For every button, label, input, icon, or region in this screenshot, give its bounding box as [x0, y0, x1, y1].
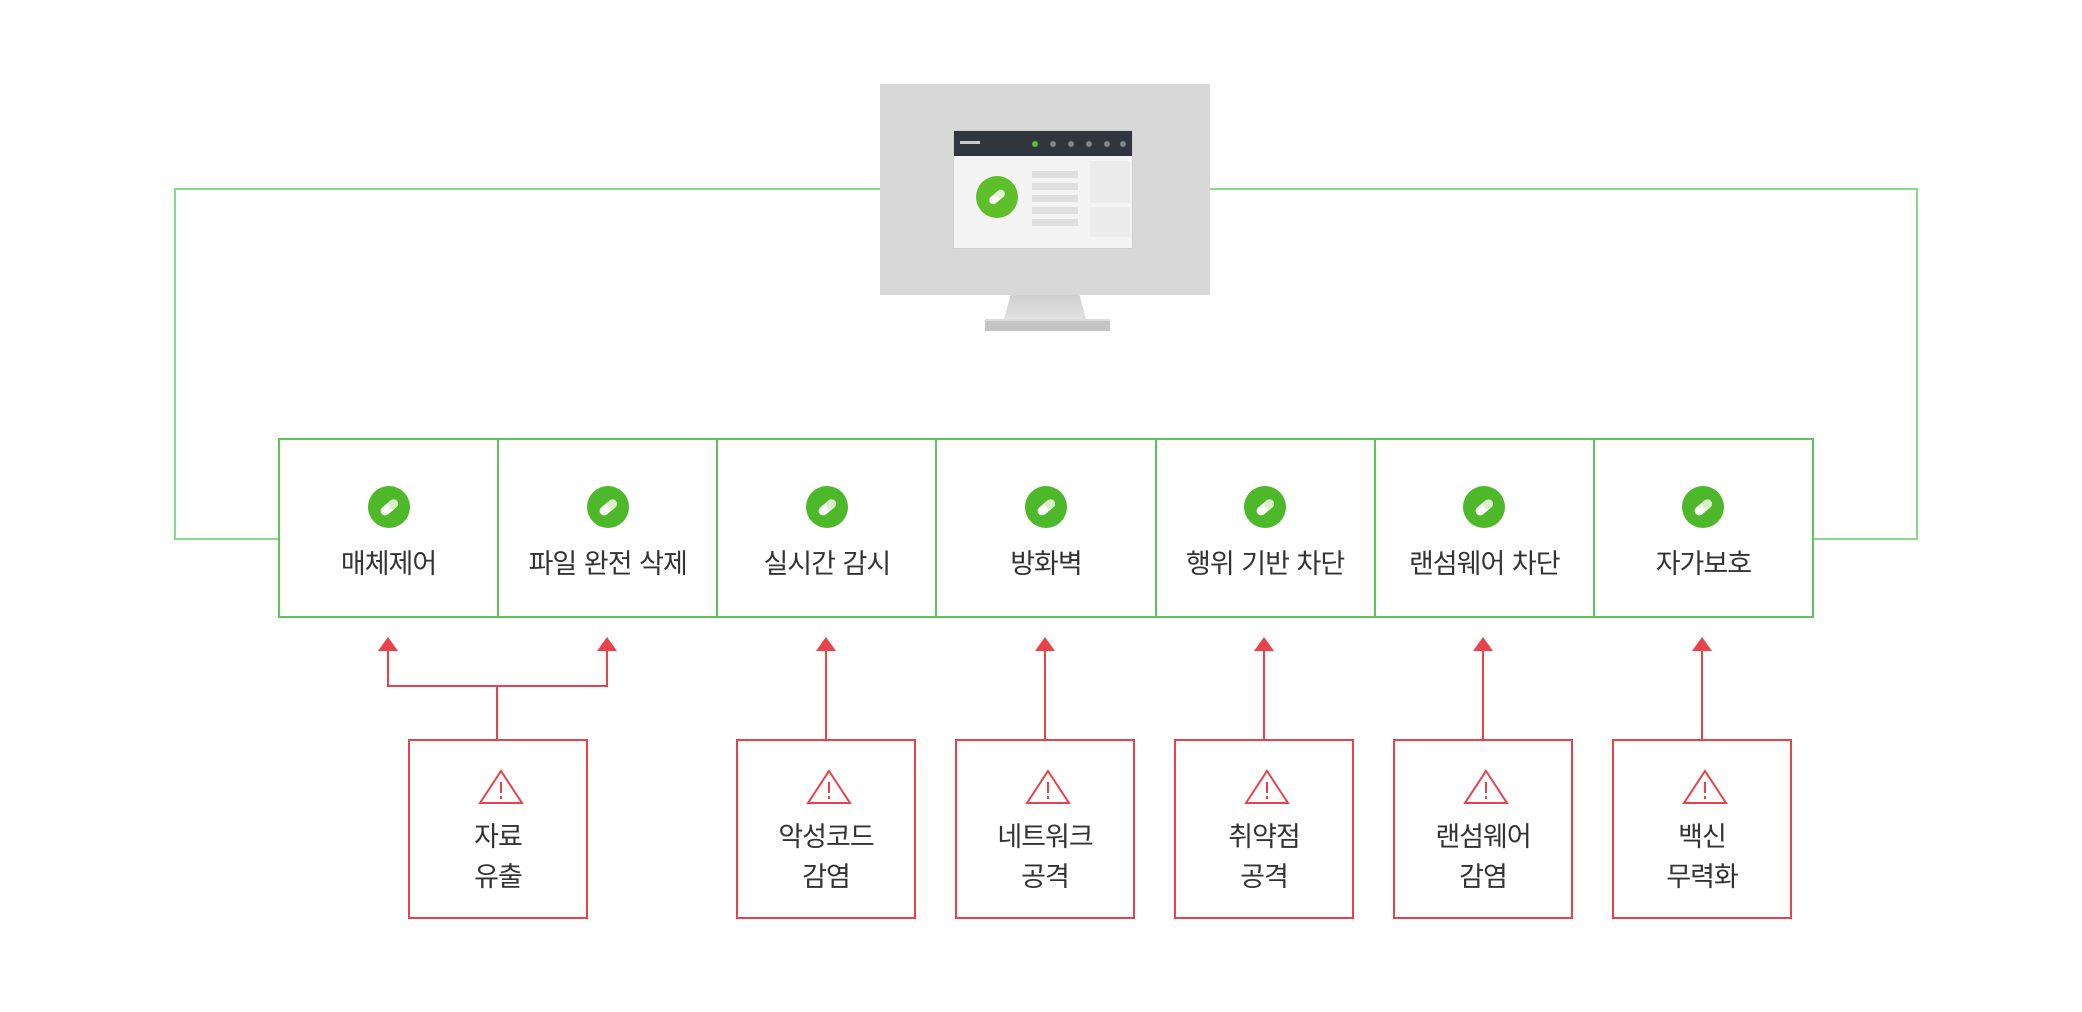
threat-ransomware-infection: 랜섬웨어 감염 [1393, 739, 1573, 919]
connector-top-right [1210, 188, 1918, 190]
arrow-up-icon [1473, 637, 1493, 651]
connector-threat6 [1701, 651, 1703, 739]
monitor-icon [880, 84, 1210, 295]
threat-label-line1: 취약점 [1228, 822, 1301, 853]
pill-icon [805, 486, 848, 528]
connector-threat2 [825, 651, 827, 739]
arrow-up-icon [597, 637, 617, 651]
connector-threat4 [1263, 651, 1265, 739]
feature-realtime-monitoring: 실시간 감시 [716, 440, 935, 616]
connector-right-to-row [1814, 538, 1918, 540]
threat-label-line2: 무력화 [1666, 862, 1739, 893]
threat-antivirus-disabling: 백신 무력화 [1612, 739, 1792, 919]
warning-triangle-icon [478, 769, 524, 804]
threat-label-line1: 자료 [474, 822, 523, 853]
warning-triangle-icon [806, 769, 852, 804]
screen-pill-icon [976, 176, 1018, 218]
arrow-up-icon [1254, 637, 1274, 651]
feature-media-control: 매체제어 [280, 440, 497, 616]
threat-vulnerability-attack: 취약점 공격 [1174, 739, 1354, 919]
connector-left-vertical [174, 188, 176, 540]
feature-row: 매체제어 파일 완전 삭제 실시간 감시 방화벽 행위 기반 차단 랜섬웨어 차… [278, 438, 1814, 618]
screen-toolbar [954, 131, 1132, 156]
pill-icon [367, 486, 410, 528]
threat-data-leak: 자료 유출 [408, 739, 588, 919]
threat-label-line1: 랜섬웨어 [1435, 822, 1531, 853]
connector-right-vertical [1916, 188, 1918, 540]
threat-label-line2: 감염 [1459, 862, 1508, 893]
warning-triangle-icon [1682, 769, 1728, 804]
feature-label: 자가보호 [1655, 549, 1752, 580]
threat-label-line1: 악성코드 [778, 822, 874, 853]
feature-ransomware-blocking: 랜섬웨어 차단 [1373, 440, 1593, 616]
feature-file-wipe: 파일 완전 삭제 [497, 440, 716, 616]
warning-triangle-icon [1025, 769, 1071, 804]
feature-behavior-blocking: 행위 기반 차단 [1154, 440, 1374, 616]
feature-label: 랜섬웨어 차단 [1408, 549, 1561, 580]
connector-threat5 [1482, 651, 1484, 739]
arrow-up-icon [816, 637, 836, 651]
feature-label: 파일 완전 삭제 [528, 549, 688, 580]
feature-self-protection: 자가보호 [1592, 440, 1812, 616]
threat-label-line2: 감염 [802, 862, 851, 893]
threat-label-line2: 공격 [1021, 862, 1070, 893]
pill-icon [1024, 486, 1067, 528]
monitor-stand [1004, 295, 1086, 319]
connector-threat1-left [387, 651, 389, 687]
arrow-up-icon [378, 637, 398, 651]
connector-top-left [174, 188, 880, 190]
connector-threat1-right [606, 651, 608, 687]
pill-icon [1244, 486, 1287, 528]
connector-threat1-stem [496, 685, 498, 739]
threat-malware-infection: 악성코드 감염 [736, 739, 916, 919]
threat-network-attack: 네트워크 공격 [955, 739, 1135, 919]
threat-label-line1: 네트워크 [997, 822, 1093, 853]
feature-label: 방화벽 [1010, 549, 1083, 580]
feature-label: 행위 기반 차단 [1186, 549, 1345, 580]
arrow-up-icon [1035, 637, 1055, 651]
arrow-up-icon [1692, 637, 1712, 651]
monitor-screen [953, 130, 1133, 249]
monitor-base [985, 319, 1110, 331]
pill-icon [1463, 486, 1506, 528]
threat-label-line2: 공격 [1240, 862, 1289, 893]
feature-label: 매체제어 [340, 549, 437, 580]
warning-triangle-icon [1244, 769, 1290, 804]
warning-triangle-icon [1463, 769, 1509, 804]
pill-icon [1682, 486, 1725, 528]
connector-threat3 [1044, 651, 1046, 739]
threat-label-line2: 유출 [474, 862, 523, 893]
pill-icon [586, 486, 629, 528]
feature-label: 실시간 감시 [763, 549, 891, 580]
connector-left-to-row [174, 538, 278, 540]
threat-label-line1: 백신 [1678, 822, 1727, 853]
feature-firewall: 방화벽 [935, 440, 1154, 616]
